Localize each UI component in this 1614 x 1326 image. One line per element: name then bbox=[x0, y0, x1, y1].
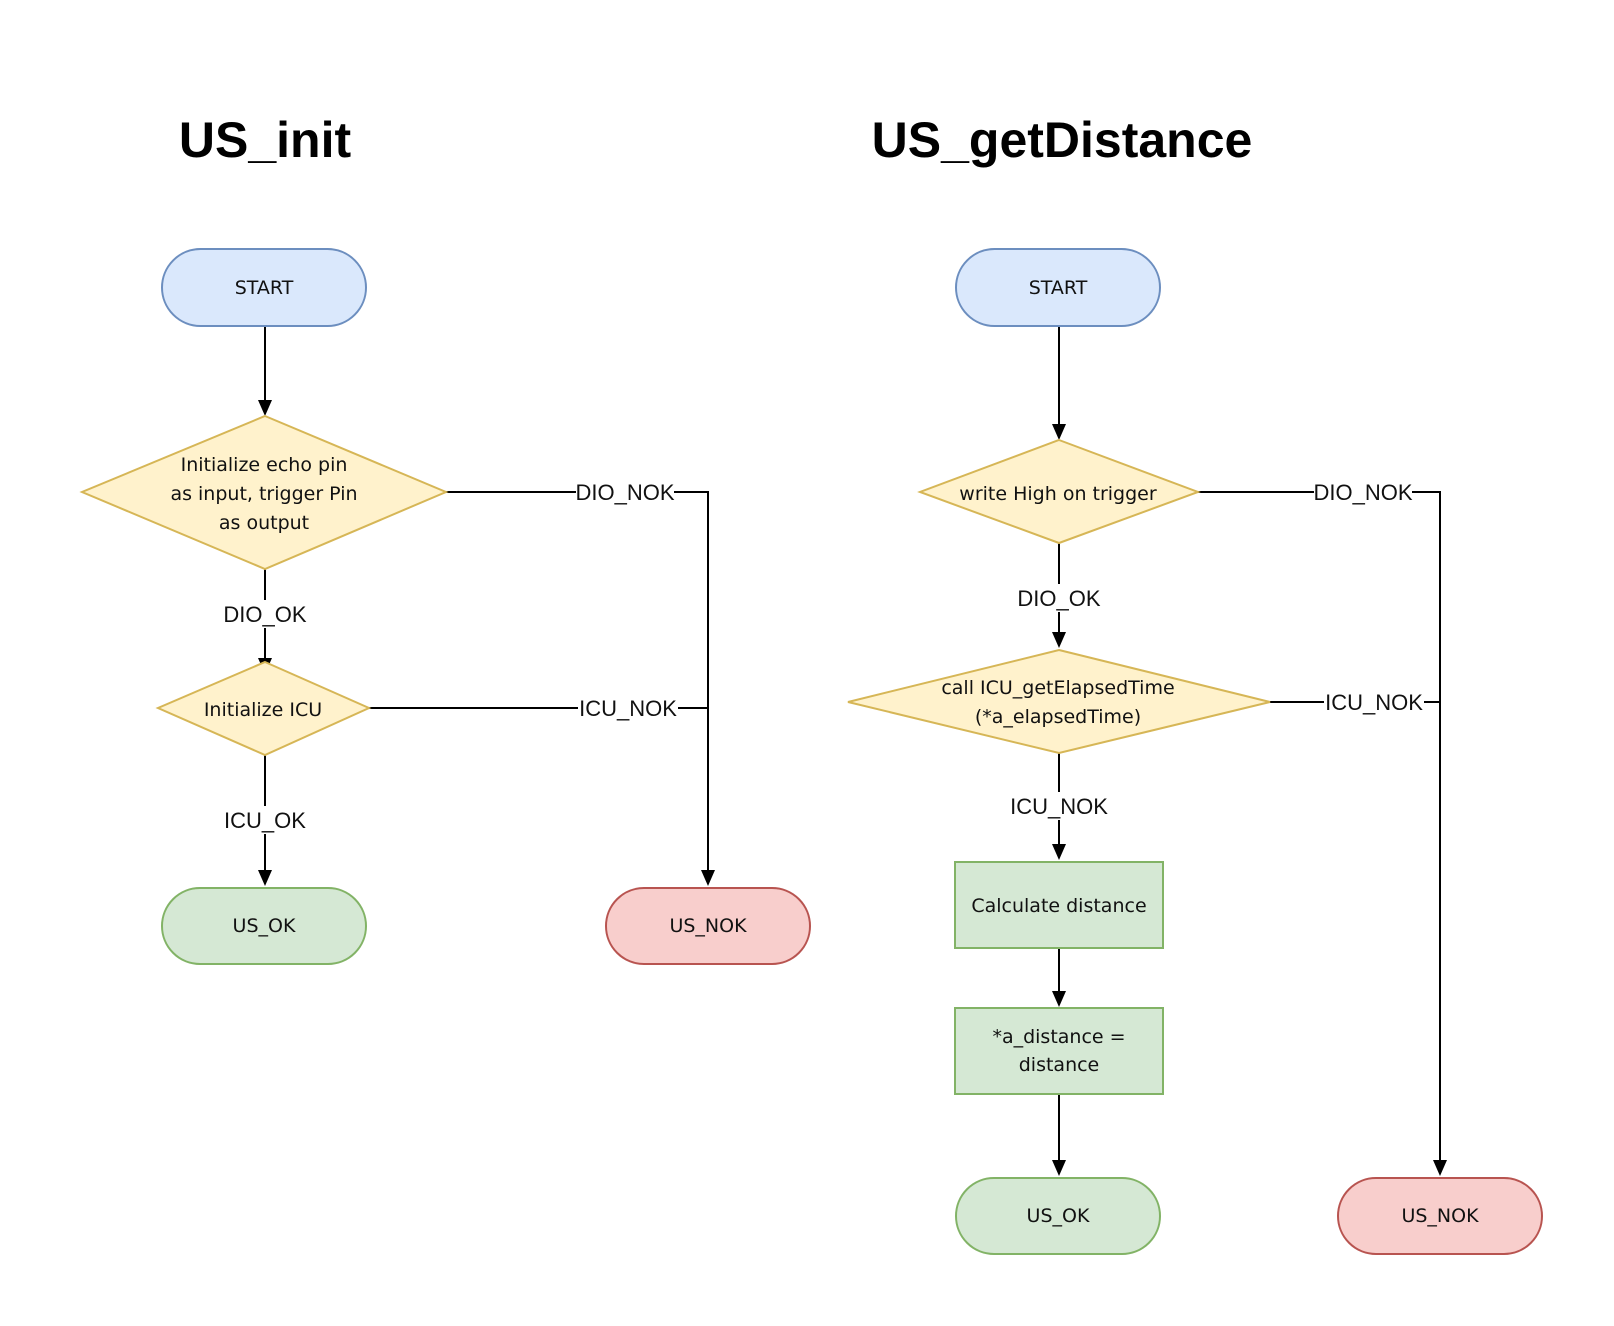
us-init-dio-nok-label: DIO_NOK bbox=[575, 480, 674, 505]
svg-text:START: START bbox=[1029, 277, 1088, 299]
svg-text:write High on trigger: write High on trigger bbox=[959, 483, 1157, 505]
svg-text:US_NOK: US_NOK bbox=[1401, 1205, 1479, 1227]
us-getdistance-icu-nok-down-label: ICU_NOK bbox=[1010, 794, 1108, 819]
us-init-nok-terminal: US_NOK bbox=[605, 887, 811, 965]
us-init-decision-dio: Initialize echo pin as input, trigger Pi… bbox=[79, 414, 449, 571]
svg-text:US_OK: US_OK bbox=[1027, 1205, 1090, 1227]
us-init-start-node: START bbox=[161, 248, 367, 327]
svg-text:Initialize echo pin: Initialize echo pin bbox=[181, 454, 348, 476]
svg-text:(*a_elapsedTime): (*a_elapsedTime) bbox=[975, 706, 1141, 728]
svg-text:US_NOK: US_NOK bbox=[669, 915, 747, 937]
us-getdistance-calc-process: Calculate distance bbox=[954, 861, 1164, 949]
svg-text:*a_distance =: *a_distance = bbox=[992, 1026, 1125, 1048]
us-getdistance-dio-nok-label: DIO_NOK bbox=[1313, 480, 1412, 505]
svg-text:as input, trigger Pin: as input, trigger Pin bbox=[170, 483, 357, 505]
us-getdistance-dio-ok-label: DIO_OK bbox=[1017, 586, 1100, 611]
us-init-edges bbox=[258, 326, 715, 886]
us-getdistance-start-node: START bbox=[955, 248, 1161, 327]
us-getdistance-decision-icu: call ICU_getElapsedTime (*a_elapsedTime) bbox=[847, 648, 1271, 755]
svg-text:START: START bbox=[235, 277, 294, 299]
us-getdistance-title: US_getDistance bbox=[872, 112, 1253, 168]
svg-text:distance: distance bbox=[1019, 1054, 1100, 1076]
svg-text:as output: as output bbox=[219, 512, 309, 534]
us-init-icu-ok-label: ICU_OK bbox=[224, 808, 306, 833]
us-init-title: US_init bbox=[179, 112, 352, 168]
svg-text:call ICU_getElapsedTime: call ICU_getElapsedTime bbox=[941, 677, 1174, 699]
us-init-ok-terminal: US_OK bbox=[161, 887, 367, 965]
us-init-dio-ok-label: DIO_OK bbox=[223, 602, 306, 627]
us-getdistance-nok-terminal: US_NOK bbox=[1337, 1177, 1543, 1255]
us-getdistance-decision-trigger: write High on trigger bbox=[917, 438, 1201, 545]
us-getdistance-assign-process: *a_distance = distance bbox=[954, 1007, 1164, 1095]
svg-text:Calculate distance: Calculate distance bbox=[971, 895, 1146, 917]
svg-text:US_OK: US_OK bbox=[233, 915, 296, 937]
us-getdistance-ok-terminal: US_OK bbox=[955, 1177, 1161, 1255]
us-init-decision-icu: Initialize ICU bbox=[155, 660, 372, 757]
us-getdistance-icu-nok-right-label: ICU_NOK bbox=[1325, 690, 1423, 715]
us-getdistance-edges bbox=[1052, 326, 1447, 1176]
svg-text:Initialize ICU: Initialize ICU bbox=[204, 699, 322, 721]
us-init-icu-nok-label: ICU_NOK bbox=[579, 696, 677, 721]
